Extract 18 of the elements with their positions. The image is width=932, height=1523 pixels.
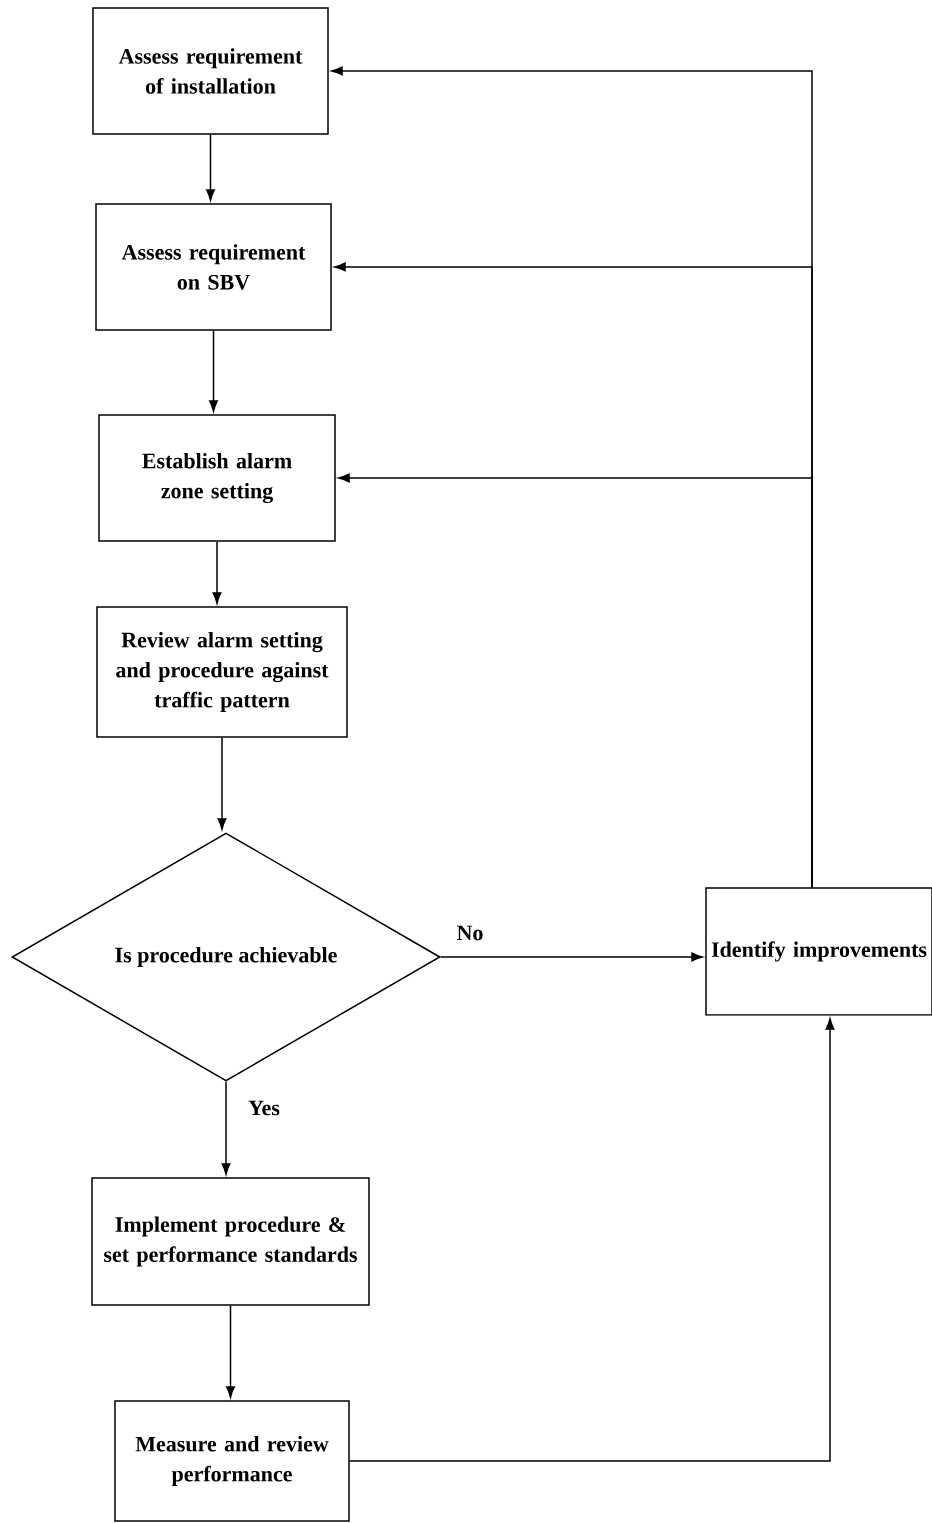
arrow [206, 134, 215, 201]
process-box: Identify improvements [705, 887, 932, 1016]
arrow [338, 473, 813, 888]
edge-label: Yes [246, 1098, 282, 1118]
arrow [221, 1081, 231, 1175]
arrow [226, 1305, 235, 1398]
process-box: Assess requirement of installation [92, 7, 329, 135]
arrow [440, 952, 703, 962]
edge-label: No [454, 923, 486, 943]
process-box: Implement procedure & set performance standards [91, 1177, 370, 1306]
process-box: Review alarm setting and procedure against traffic pattern [96, 606, 348, 738]
process-box: Measure and review performance [114, 1400, 350, 1522]
arrow [217, 737, 227, 830]
process-box: Establish alarm zone setting [98, 414, 336, 542]
arrow [349, 1018, 835, 1462]
arrow [209, 330, 218, 412]
arrow [212, 541, 222, 604]
process-box: Assess requirement on SBV [95, 203, 332, 331]
